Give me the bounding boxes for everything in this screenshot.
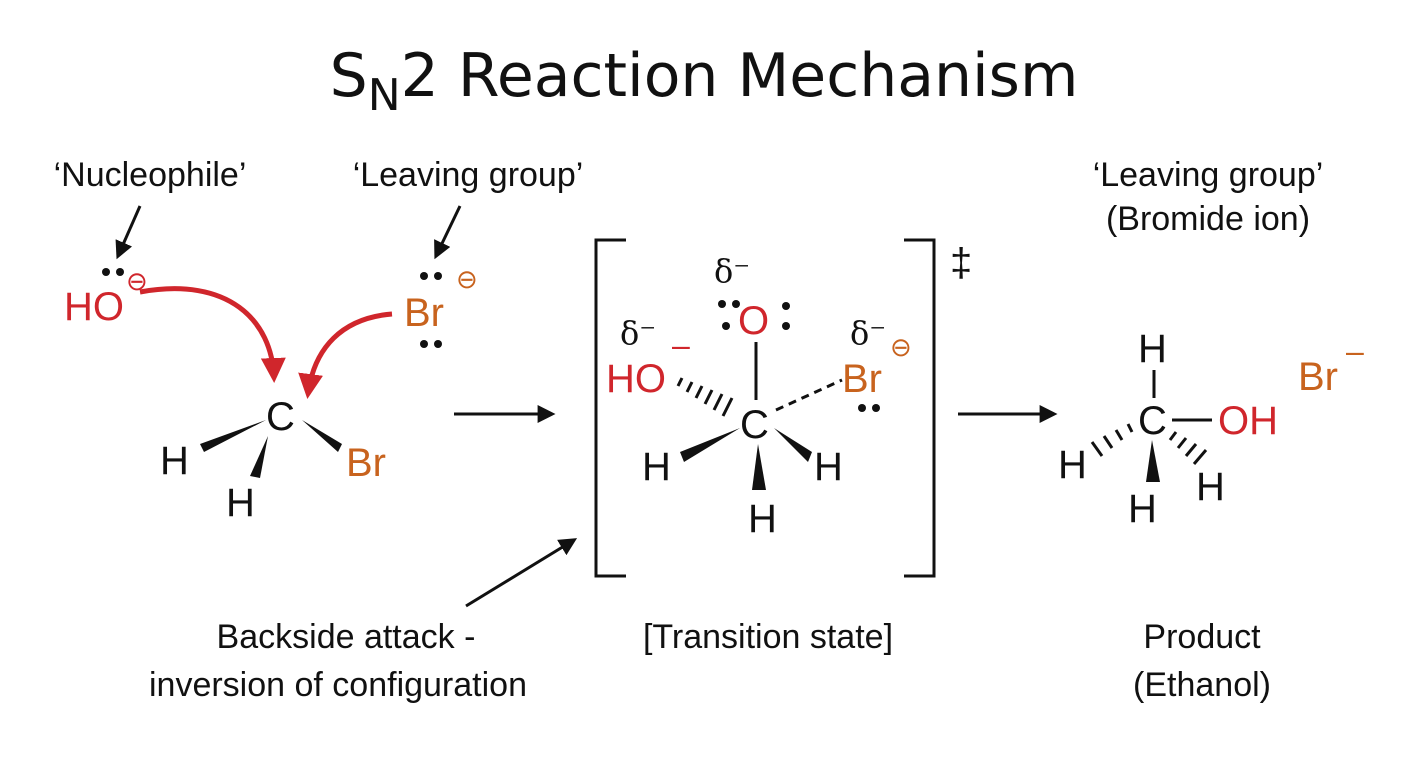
product-h-top: H [1138, 327, 1167, 371]
ts-oxygen: O [738, 299, 769, 343]
lone-pair-dot [420, 340, 428, 348]
product-h-left: H [1058, 443, 1087, 487]
wedge-bond [774, 428, 812, 462]
hashed-bond [1168, 431, 1208, 465]
wedge-bond [680, 428, 740, 462]
ts-ho: HO [606, 357, 666, 401]
product-label-line1: Product [1143, 618, 1261, 656]
ts-carbon: C [740, 403, 769, 447]
delta-top: δ⁻ [714, 252, 750, 290]
nucleophile-attack-arrow [139, 286, 286, 383]
wedge-bond [752, 444, 766, 490]
bracket-right [904, 238, 936, 578]
product-br-charge: – [1346, 333, 1364, 369]
ts-h-bottom: H [748, 497, 777, 541]
transition-state-label: [Transition state] [643, 618, 893, 656]
ts-ho-charge: – [672, 327, 690, 363]
nucleophile-ho: HO [64, 285, 124, 329]
lone-pair-dot [782, 322, 790, 330]
lone-pair-dot [434, 340, 442, 348]
wedge-bond [302, 420, 342, 452]
page-title: SN2 Reaction Mechanism [330, 41, 1079, 121]
lone-pair-dot [434, 272, 442, 280]
nucleophile-label: ‘Nucleophile’ [54, 156, 247, 194]
lone-pair-dot [782, 302, 790, 310]
title-subscript: N [368, 70, 401, 121]
bromide-charge: ⊖ [456, 264, 478, 294]
product-label-line2: (Ethanol) [1133, 666, 1271, 704]
ts-h-left: H [642, 445, 671, 489]
leaving-group-pointer-arrow [434, 205, 462, 260]
nucleophile-pointer-arrow [115, 205, 142, 260]
delta-left: δ⁻ [620, 314, 656, 352]
product-h-bottom: H [1128, 487, 1157, 531]
lone-pair-dot [116, 268, 124, 276]
leaving-group-label: ‘Leaving group’ [353, 156, 584, 194]
leaving-group-arrow [298, 311, 393, 399]
lone-pair-dot [872, 404, 880, 412]
title-rest: 2 Reaction Mechanism [401, 41, 1079, 111]
ts-br: Br [842, 357, 882, 401]
product-oh: OH [1218, 399, 1278, 443]
backside-attack-arrow [465, 538, 578, 608]
lone-pair-dot [858, 404, 866, 412]
wedge-bond [1146, 440, 1160, 482]
lone-pair-dot [102, 268, 110, 276]
bromide-atom: Br [404, 291, 444, 335]
partial-bond-br [775, 378, 843, 412]
reactant-br: Br [346, 441, 386, 485]
ts-h-right: H [814, 445, 843, 489]
hashed-bond [1090, 423, 1134, 457]
ts-br-charge: ⊖ [890, 332, 912, 362]
delta-right: δ⁻ [850, 314, 886, 352]
bromide-ion-label: (Bromide ion) [1106, 200, 1310, 238]
wedge-bond [250, 436, 268, 478]
lone-pair-dot [718, 300, 726, 308]
reactant-carbon: C [266, 395, 295, 439]
reactant-h-left: H [160, 439, 189, 483]
title-prefix: S [330, 41, 368, 111]
nucleophile-charge: ⊖ [126, 266, 148, 296]
leaving-group-right-label: ‘Leaving group’ [1093, 156, 1324, 194]
lone-pair-dot [420, 272, 428, 280]
backside-attack-line1: Backside attack - [217, 618, 476, 656]
backside-attack-line2: inversion of configuration [149, 666, 527, 704]
product-h-right: H [1196, 465, 1225, 509]
wedge-bond [200, 420, 266, 452]
lone-pair-dot [722, 322, 730, 330]
hashed-bond [676, 377, 734, 417]
double-dagger: ‡ [950, 241, 972, 285]
bracket-left [594, 238, 626, 578]
product-br-ion: Br [1298, 355, 1338, 399]
reactant-h-bottom: H [226, 481, 255, 525]
lone-pair-dot [732, 300, 740, 308]
product-carbon: C [1138, 399, 1167, 443]
